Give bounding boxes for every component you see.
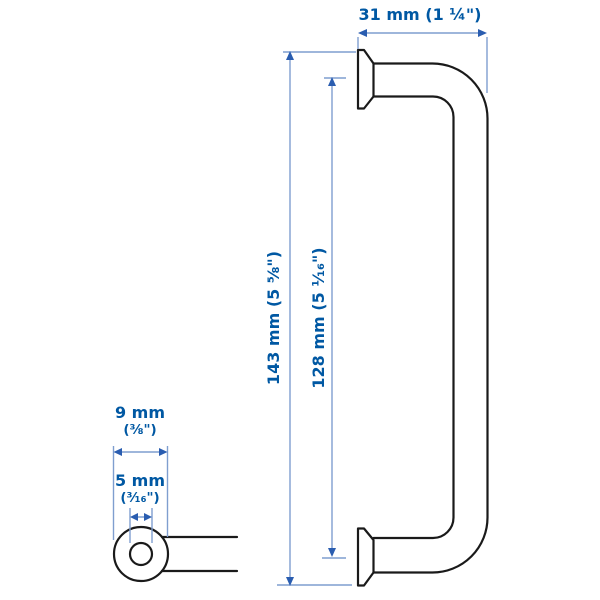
arrow-down-icon bbox=[328, 548, 336, 557]
hole-spacing-dimension-label: 128 mm (5 ¹⁄₁₆") bbox=[309, 247, 328, 389]
screw-hole-circle bbox=[128, 541, 154, 567]
outer-diameter-dimension-label: 9 mm (⅜") bbox=[90, 403, 190, 439]
arrow-left-icon bbox=[358, 29, 367, 37]
outer-diameter-mm: 9 mm bbox=[114, 403, 166, 422]
outer-diameter-inches: (⅜") bbox=[123, 422, 157, 438]
hole-diameter-inches: (³⁄₁₆") bbox=[120, 490, 160, 506]
handle-cross-section bbox=[112, 525, 239, 583]
handle-bar-inner-edge bbox=[372, 95, 455, 540]
arrow-right-icon bbox=[159, 448, 168, 456]
post-outer-circle bbox=[112, 525, 170, 583]
bar-stub-lines bbox=[160, 535, 239, 573]
arrow-up-icon bbox=[286, 51, 294, 60]
dimension-total-length bbox=[277, 51, 356, 586]
arrow-right-icon bbox=[478, 29, 487, 37]
arrow-right-icon bbox=[144, 513, 152, 521]
dimension-hole-spacing bbox=[322, 77, 346, 559]
total-length-dimension-label: 143 mm (5 ⅝") bbox=[264, 250, 283, 386]
arrow-up-icon bbox=[328, 77, 336, 86]
depth-dimension-label: 31 mm (1 ¼") bbox=[358, 5, 482, 24]
hole-diameter-dimension-label: 5 mm (³⁄₁₆") bbox=[90, 471, 190, 507]
hole-diameter-mm: 5 mm bbox=[114, 471, 166, 490]
top-mounting-foot bbox=[356, 48, 375, 110]
bottom-mounting-foot bbox=[356, 527, 375, 587]
arrow-left-icon bbox=[113, 448, 122, 456]
arrow-left-icon bbox=[130, 513, 138, 521]
dimension-hole-diameter bbox=[129, 508, 153, 543]
handle-side-view bbox=[356, 48, 489, 587]
handle-bar-outer-edge bbox=[372, 62, 489, 574]
dimension-outer-diameter bbox=[112, 446, 169, 540]
arrow-down-icon bbox=[286, 577, 294, 586]
dimension-depth bbox=[357, 29, 488, 93]
